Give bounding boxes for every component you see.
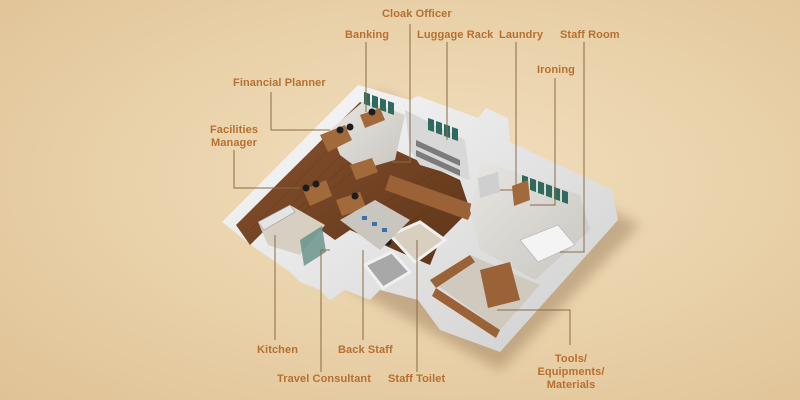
label-cloak-officer: Cloak Officer [382,8,452,20]
label-laundry: Laundry [499,29,544,41]
facilities-manager-leader-line [233,150,300,189]
reception-counter [385,175,475,220]
laundry-machines [478,172,500,198]
luggage-room-windows [428,118,458,141]
banking-area-floor [330,100,405,170]
tools-shelf-top [430,255,475,288]
label-tools-line1: Tools/ [554,353,588,365]
laundry-leader-line [500,42,517,191]
label-facilities-manager-line1: Facilities [209,124,259,136]
label-tools-equipments-materials: Tools/ Equipments/ Materials [536,353,606,392]
label-luggage-rack: Luggage Rack [417,29,494,41]
label-tools-line2: Equipments/ [537,366,605,378]
financial-planner-leader-line [270,92,330,131]
label-facilities-manager: Facilities Manager [208,124,260,150]
label-tools-line3: Materials [546,379,596,391]
banking-windows [364,92,394,115]
storage-room [362,250,413,290]
tools-leader-line [497,309,571,345]
cloak-officer-leader-line [392,24,411,163]
staff-room-sofa [519,224,576,263]
travel-consultant-leader-line [320,249,330,372]
label-facilities-manager-line2: Manager [211,137,257,149]
staff-room-leader-line [560,42,585,253]
label-staff-room: Staff Room [560,29,620,41]
label-financial-planner: Financial Planner [233,77,326,89]
kitchen-glass-door [300,226,326,266]
label-banking: Banking [345,29,390,41]
label-kitchen: Kitchen [257,344,299,356]
label-travel-consultant: Travel Consultant [277,373,371,385]
label-ironing: Ironing [537,64,575,76]
luggage-shelves [416,140,460,176]
kitchen-counter [257,204,296,231]
label-back-staff: Back Staff [338,344,393,356]
tools-workbench [480,262,520,308]
label-staff-toilet: Staff Toilet [388,373,446,385]
tools-shelf-front [432,288,500,338]
back-staff-monitors [362,216,387,232]
ironing-leader-line [530,78,556,206]
